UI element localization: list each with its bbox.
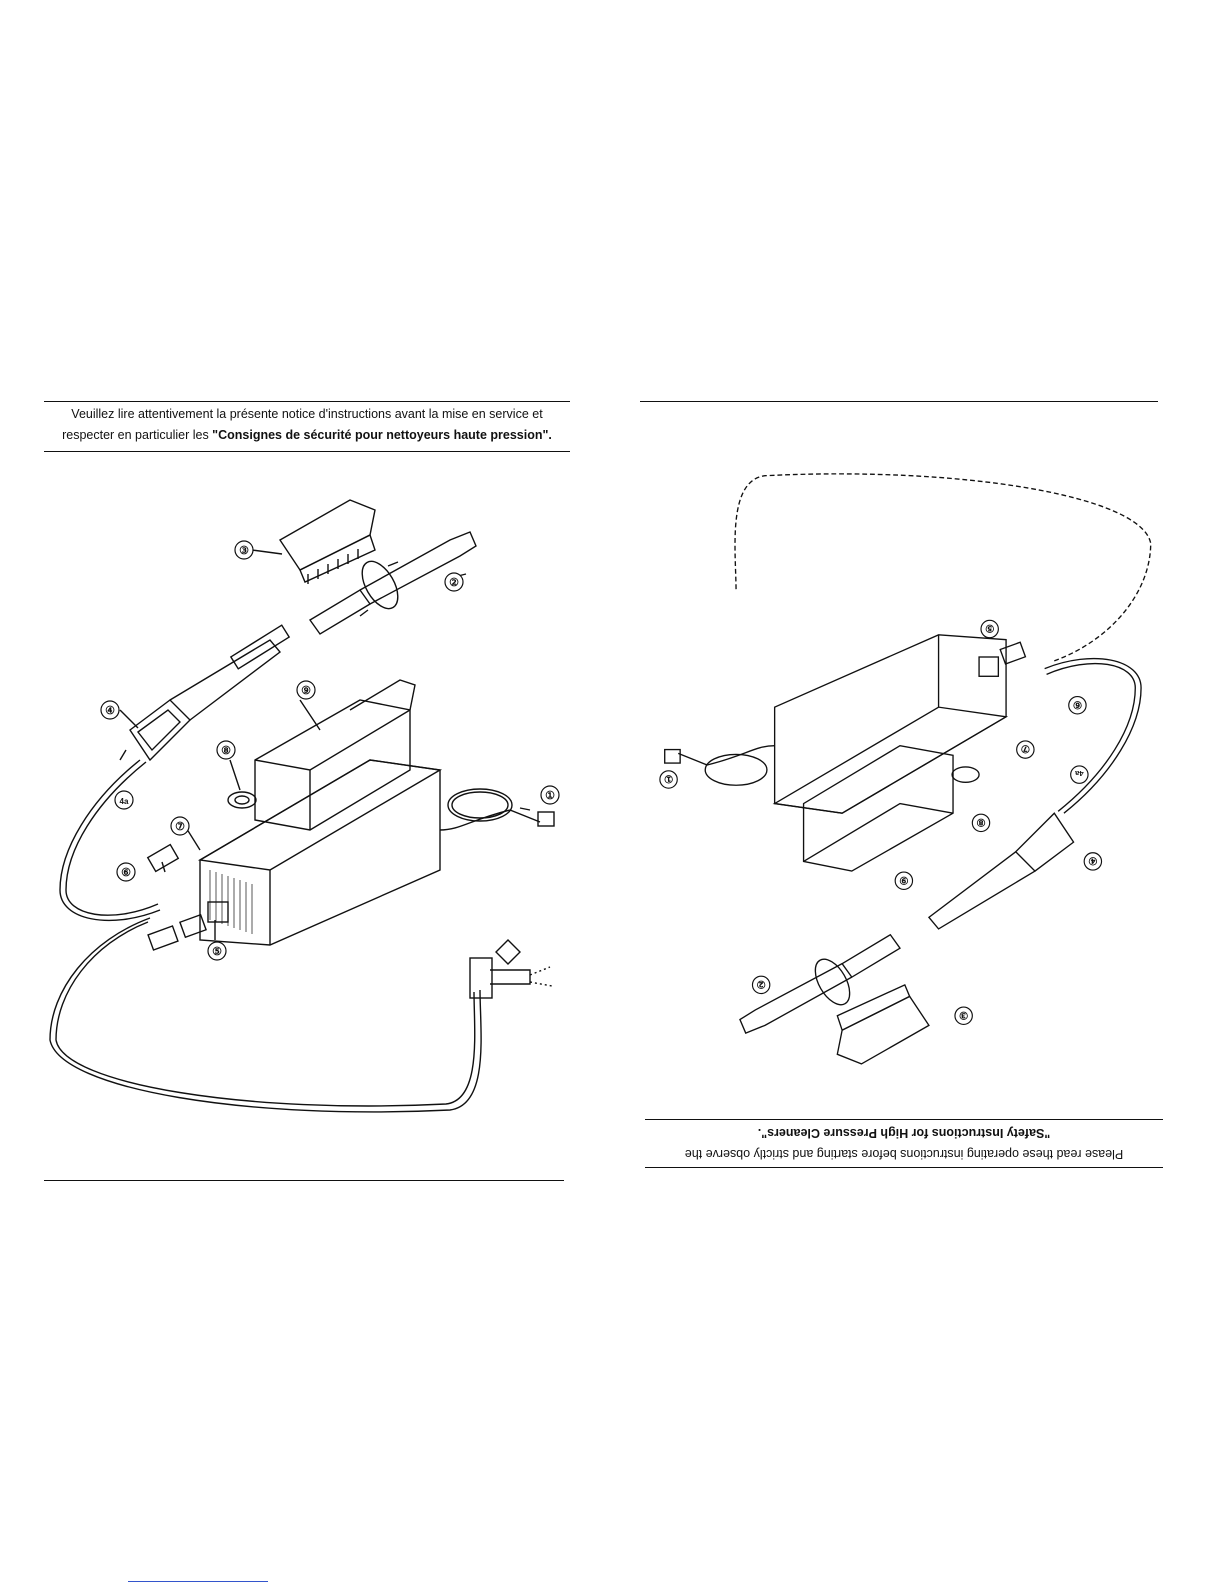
right-callout-8: ⑧: [976, 816, 986, 828]
right-callout-2: ②: [756, 978, 766, 990]
right-callout-6: ⑥: [1072, 698, 1082, 710]
right-top-rule: [640, 401, 1158, 402]
power-cord-icon: [439, 788, 555, 831]
right-exploded-diagram: ③ ② ④ 4a ⑨ ⑧ ⑦ ⑥ ⑤ ①: [659, 473, 1152, 1065]
callout-4a: 4a: [120, 797, 129, 806]
left-bottom-rule: [44, 1180, 564, 1181]
spray-gun-icon: [129, 624, 291, 762]
right-callout-4a: 4a: [1074, 769, 1083, 778]
callout-8: ⑧: [221, 745, 231, 757]
water-hose: [49, 917, 482, 1113]
right-callout-7: ⑦: [1020, 743, 1030, 755]
callout-9: ⑨: [301, 685, 311, 697]
right-callout-1: ①: [663, 773, 673, 785]
lance-icon: [308, 531, 477, 635]
right-instruction-text: Please read these operating instructions…: [645, 1122, 1163, 1164]
right-callout-4: ④: [1088, 855, 1098, 867]
right-bottom-rule: [645, 1167, 1163, 1168]
callout-1: ①: [545, 790, 555, 802]
left-instruction-line2: respecter en particulier les "Consignes …: [62, 428, 552, 442]
left-instruction-line1: Veuillez lire attentivement la présente …: [71, 407, 543, 421]
callout-4: ④: [105, 705, 115, 717]
right-instruction-line2: "Safety Instructions for High Pressure C…: [757, 1126, 1051, 1140]
pressure-hose: [59, 759, 161, 922]
left-exploded-diagram: ③ ② ④ 4a ⑨ ⑧ ⑦ ⑥ ⑤ ①: [49, 499, 560, 1113]
right-callout-5: ⑤: [984, 622, 994, 634]
callout-6: ⑥: [121, 867, 131, 879]
footer-link-underline: [128, 1581, 268, 1582]
left-top-rule: [44, 401, 570, 402]
callout-5: ⑤: [212, 946, 222, 958]
couplings-icon: [146, 843, 229, 951]
callout-3: ③: [239, 545, 249, 557]
pressure-cleaner-unit: [197, 679, 443, 946]
brush-icon: [279, 499, 376, 584]
callout-7: ⑦: [175, 821, 185, 833]
right-callout-9: ⑨: [899, 874, 909, 886]
right-callout-3: ③: [958, 1009, 968, 1021]
right-mid-rule: [645, 1119, 1163, 1120]
left-mid-rule: [44, 451, 570, 452]
left-instruction-text: Veuillez lire attentivement la présente …: [44, 404, 570, 446]
right-instruction-line1: Please read these operating instructions…: [684, 1147, 1124, 1161]
callout-2: ②: [449, 577, 459, 589]
faucet-icon: [469, 939, 553, 999]
